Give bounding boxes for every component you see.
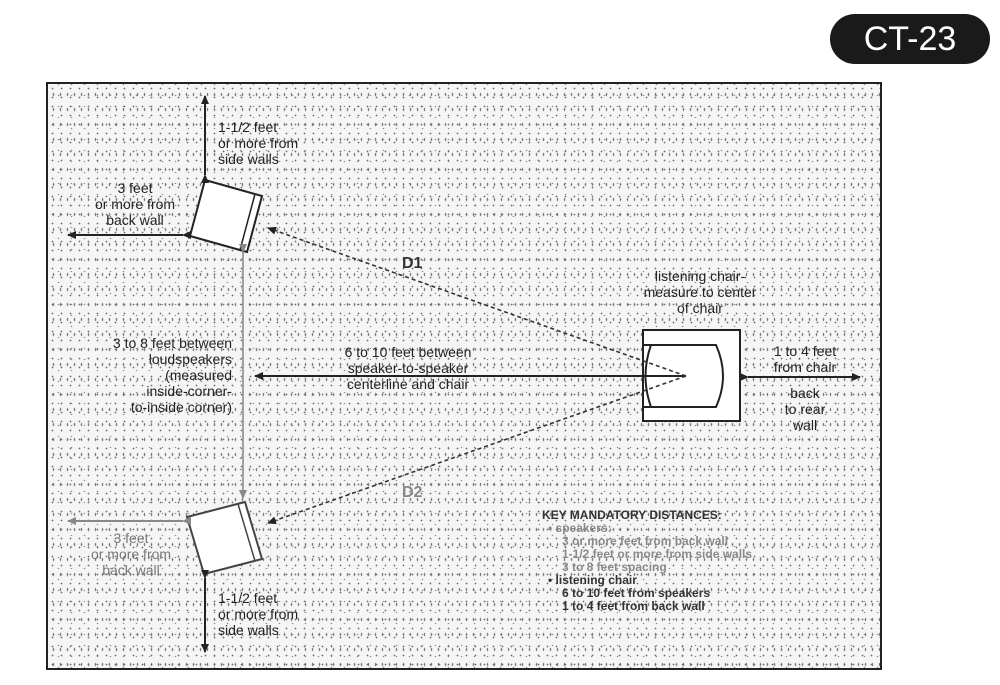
listening-chair-label: listening chair- measure to center of ch… [643,268,757,316]
key-mandatory-distances: KEY MANDATORY DISTANCES: • speakers: 3 o… [542,509,752,613]
key-speakers-item: 3 or more feet from back wall [562,534,729,548]
top-back-wall-label: 3 feet or more from back wall [94,180,176,228]
bottom-side-walls-label: 1-1/2 feet or more from side walls [218,590,299,638]
key-speakers-item: 3 to 8 feet spacing [562,560,667,574]
top-side-walls-label: 1-1/2 feet or more from side walls [218,119,299,167]
bottom-back-wall-label: 3 feet or more from back wall [90,530,172,578]
key-chair-heading: • listening chair [548,573,637,587]
key-title: KEY MANDATORY DISTANCES: [542,508,722,522]
d1-label: D1 [402,255,423,272]
diagram-id-badge: CT-23 [830,14,990,64]
key-chair-item: 1 to 4 feet from back wall [562,599,705,613]
key-speakers-item: 1-1/2 feet or more from side walls [562,547,753,561]
center-distance-label: 6 to 10 feet between speaker-to-speaker … [344,344,472,392]
speaker-spacing-label: 3 to 8 feet between loudspeakers (measur… [112,335,232,415]
bottom-speaker [185,500,264,576]
rear-wall-label: 1 to 4 feet from chair back to rear wall [773,343,837,433]
d2-label: D2 [402,484,423,501]
key-chair-item: 6 to 10 feet from speakers [562,586,711,600]
top-speaker [188,178,264,254]
key-speakers-heading: • speakers: [548,521,612,535]
